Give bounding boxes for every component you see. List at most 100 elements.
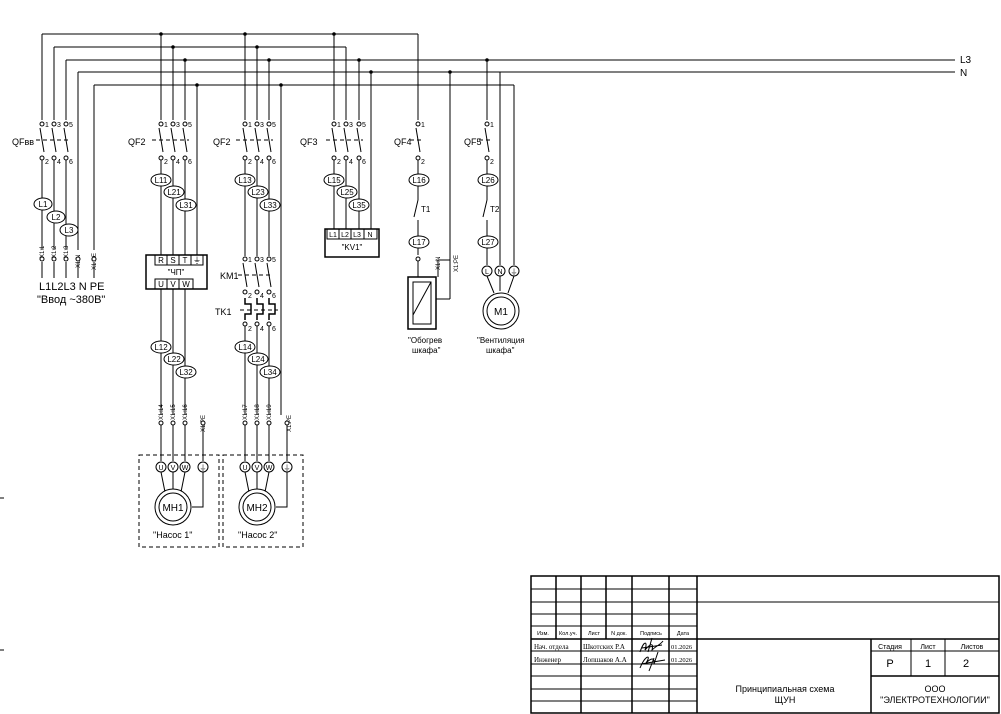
svg-text:L17: L17 (412, 238, 426, 247)
svg-text:5: 5 (188, 122, 192, 129)
svg-text:6: 6 (69, 159, 73, 166)
svg-text:N: N (367, 232, 372, 239)
pump1-motor-label: MH1 (162, 503, 184, 514)
tb-header-podpis: Подпись (640, 631, 662, 637)
bus-label-n: N (960, 68, 967, 79)
svg-text:2: 2 (421, 159, 425, 166)
heater-branch: QF4 1 2 L16 T1 L17 X1:N X1:PE (394, 34, 460, 355)
svg-text:U: U (242, 465, 247, 472)
svg-text:2: 2 (248, 159, 252, 166)
wire-tag-L1: L1 (33, 197, 53, 211)
tb-header-data: Дата (677, 631, 690, 637)
svg-text:X1:3: X1:3 (64, 245, 70, 258)
tb-stage-header: Стадия (878, 644, 902, 651)
svg-text:X1:17: X1:17 (243, 404, 249, 420)
svg-text:2: 2 (248, 293, 252, 300)
svg-text:2: 2 (248, 326, 252, 333)
tb-sheet-value: 1 (925, 658, 931, 670)
tb-date-1: 01.2026 (671, 644, 693, 651)
svg-text:5: 5 (272, 257, 276, 264)
vfd-name: "ЧП" (168, 268, 185, 277)
svg-text:L26: L26 (481, 176, 495, 185)
tb-role-2: Инженер (534, 656, 562, 664)
svg-text:4: 4 (349, 159, 353, 166)
svg-text:3: 3 (176, 122, 180, 129)
svg-text:⏚: ⏚ (200, 464, 207, 472)
svg-text:4: 4 (260, 159, 264, 166)
wire-tag-L34: L34 (259, 365, 281, 379)
svg-text:V: V (255, 465, 260, 472)
svg-text:L: L (485, 269, 489, 276)
pump1-terminals: X1:14 X1:15 X1:16 X1:PE (158, 404, 207, 461)
pump1-motor-terminals: U V W ⏚ (155, 461, 209, 508)
wire-tag-L33: L33 (259, 198, 281, 212)
svg-text:S: S (170, 256, 175, 265)
wire-tag-L25: L25 (336, 185, 358, 199)
svg-text:1: 1 (337, 122, 341, 129)
pump1-caption: "Насос 1" (153, 530, 193, 540)
fan-motor: M1 (482, 292, 520, 330)
svg-text:L33: L33 (263, 201, 277, 210)
svg-text:5: 5 (272, 122, 276, 129)
svg-text:L11: L11 (155, 176, 168, 185)
svg-text:3: 3 (260, 257, 264, 264)
tb-header-kolych: Кол.уч. (559, 631, 577, 637)
breaker-label-qfvv: QFвв (12, 137, 34, 147)
wire-tag-L12: L12 (150, 340, 172, 354)
heater-caption-line2: шкафа" (412, 346, 441, 355)
svg-text:4: 4 (260, 326, 264, 333)
title-block: Изм. Кол.уч. Лист N док. Подпись Дата На… (530, 575, 1000, 714)
svg-text:L21: L21 (167, 188, 181, 197)
tb-date-2: 01.2026 (671, 657, 693, 664)
svg-text:3: 3 (349, 122, 353, 129)
svg-text:X1:PE: X1:PE (92, 253, 98, 270)
svg-text:1: 1 (248, 257, 252, 264)
tb-sheets-value: 2 (963, 658, 969, 670)
svg-text:X1:2: X1:2 (52, 245, 58, 258)
breaker-label-qf4: QF4 (394, 137, 412, 147)
thermostat-label-t1: T1 (421, 205, 431, 214)
thermostat-label-t2: T2 (490, 205, 500, 214)
kv1-name: "KV1" (342, 243, 363, 252)
thermostat-t2: T2 (482, 199, 500, 265)
svg-text:4: 4 (176, 159, 180, 166)
svg-text:1: 1 (45, 122, 49, 129)
svg-text:L24: L24 (251, 355, 265, 364)
breaker-qf4: 1 2 (410, 121, 425, 166)
svg-text:1: 1 (421, 122, 425, 129)
pump2-motor-label: MH2 (246, 503, 268, 514)
svg-text:W: W (182, 280, 190, 289)
heater-terminals: X1:N X1:PE (415, 72, 460, 299)
tb-stage-value: Р (886, 658, 893, 670)
svg-text:1: 1 (248, 122, 252, 129)
wire-tag-L13: L13 (234, 173, 256, 187)
svg-text:L27: L27 (481, 238, 495, 247)
wire-tag-L35: L35 (348, 198, 370, 212)
tb-name-2: Лопшаков А.А (583, 656, 627, 664)
wire-tag-L32: L32 (175, 365, 197, 379)
svg-text:X1:PE: X1:PE (454, 255, 460, 272)
tb-sheets-header: Листов (961, 644, 984, 651)
breaker-label-qf2-vfd: QF2 (128, 137, 146, 147)
svg-text:5: 5 (362, 122, 366, 129)
tb-sheet-header: Лист (920, 644, 936, 651)
fan-branch: QF5 1 2 L26 T2 L27 L N ⏚ M1 (464, 60, 525, 355)
svg-text:2: 2 (490, 159, 494, 166)
svg-text:X1:N: X1:N (436, 257, 442, 270)
svg-text:6: 6 (272, 293, 276, 300)
wire-tag-L14: L14 (234, 340, 256, 354)
svg-text:W: W (266, 465, 273, 472)
pump2-caption: "Насос 2" (238, 530, 278, 540)
svg-text:6: 6 (272, 326, 276, 333)
svg-text:1: 1 (164, 122, 168, 129)
pump2-motor: MH2 (238, 488, 276, 526)
fan-caption-line1: "Вентиляция (477, 336, 525, 345)
svg-text:L15: L15 (327, 176, 341, 185)
